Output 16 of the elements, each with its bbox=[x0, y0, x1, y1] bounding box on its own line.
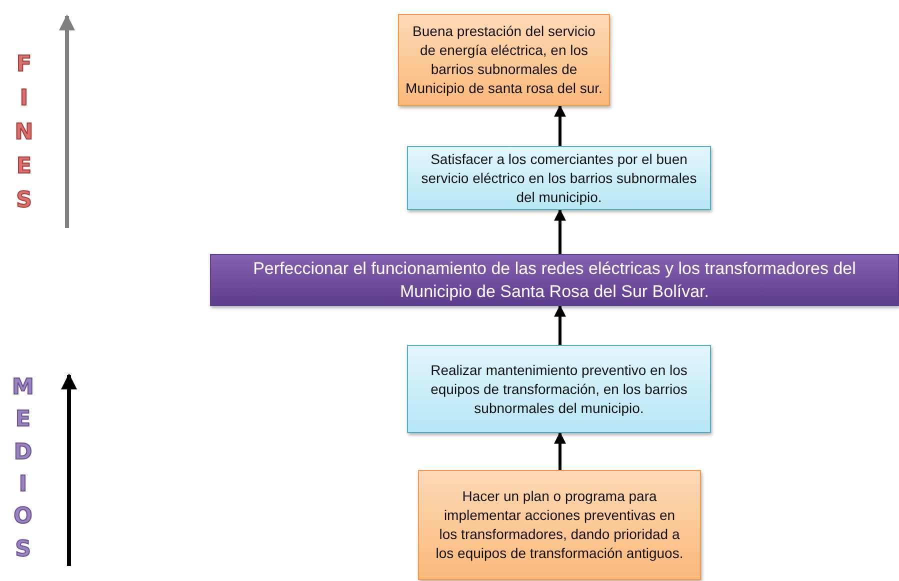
goal-box bbox=[407, 345, 711, 433]
node-text: Buena prestación del servicio de energía eléctrica, en los barrios subnormales de Municipio de santa rosa del sur. bbox=[405, 22, 603, 98]
arrow bbox=[554, 208, 566, 254]
goal-box bbox=[418, 470, 701, 580]
arrow bbox=[554, 304, 566, 345]
arrow bbox=[554, 432, 566, 470]
goal-box bbox=[407, 146, 711, 210]
goal-box bbox=[398, 14, 610, 106]
node-text: Perfeccionar el funcionamiento de las redes eléctricas y los transformadores del Municipio de Santa Rosa del Sur Bolívar. bbox=[252, 258, 857, 303]
node-text: Hacer un plan o programa para implementar acciones preventivas en los transformadores, dando prioridad a los equipos de transformación antiguos. bbox=[435, 487, 684, 563]
vertical-label: FINES bbox=[14, 51, 34, 216]
objective-banner bbox=[210, 254, 899, 306]
node-text: Realizar mantenimiento preventivo en los equipos de transformación, en los barrios subnormales del municipio. bbox=[430, 360, 688, 418]
node-text: Satisfacer a los comerciantes por el buen servicio eléctrico en los barrios subnormales del municipio. bbox=[420, 150, 698, 206]
arrow bbox=[554, 104, 566, 146]
vertical-label: MEDIOS bbox=[12, 374, 34, 564]
